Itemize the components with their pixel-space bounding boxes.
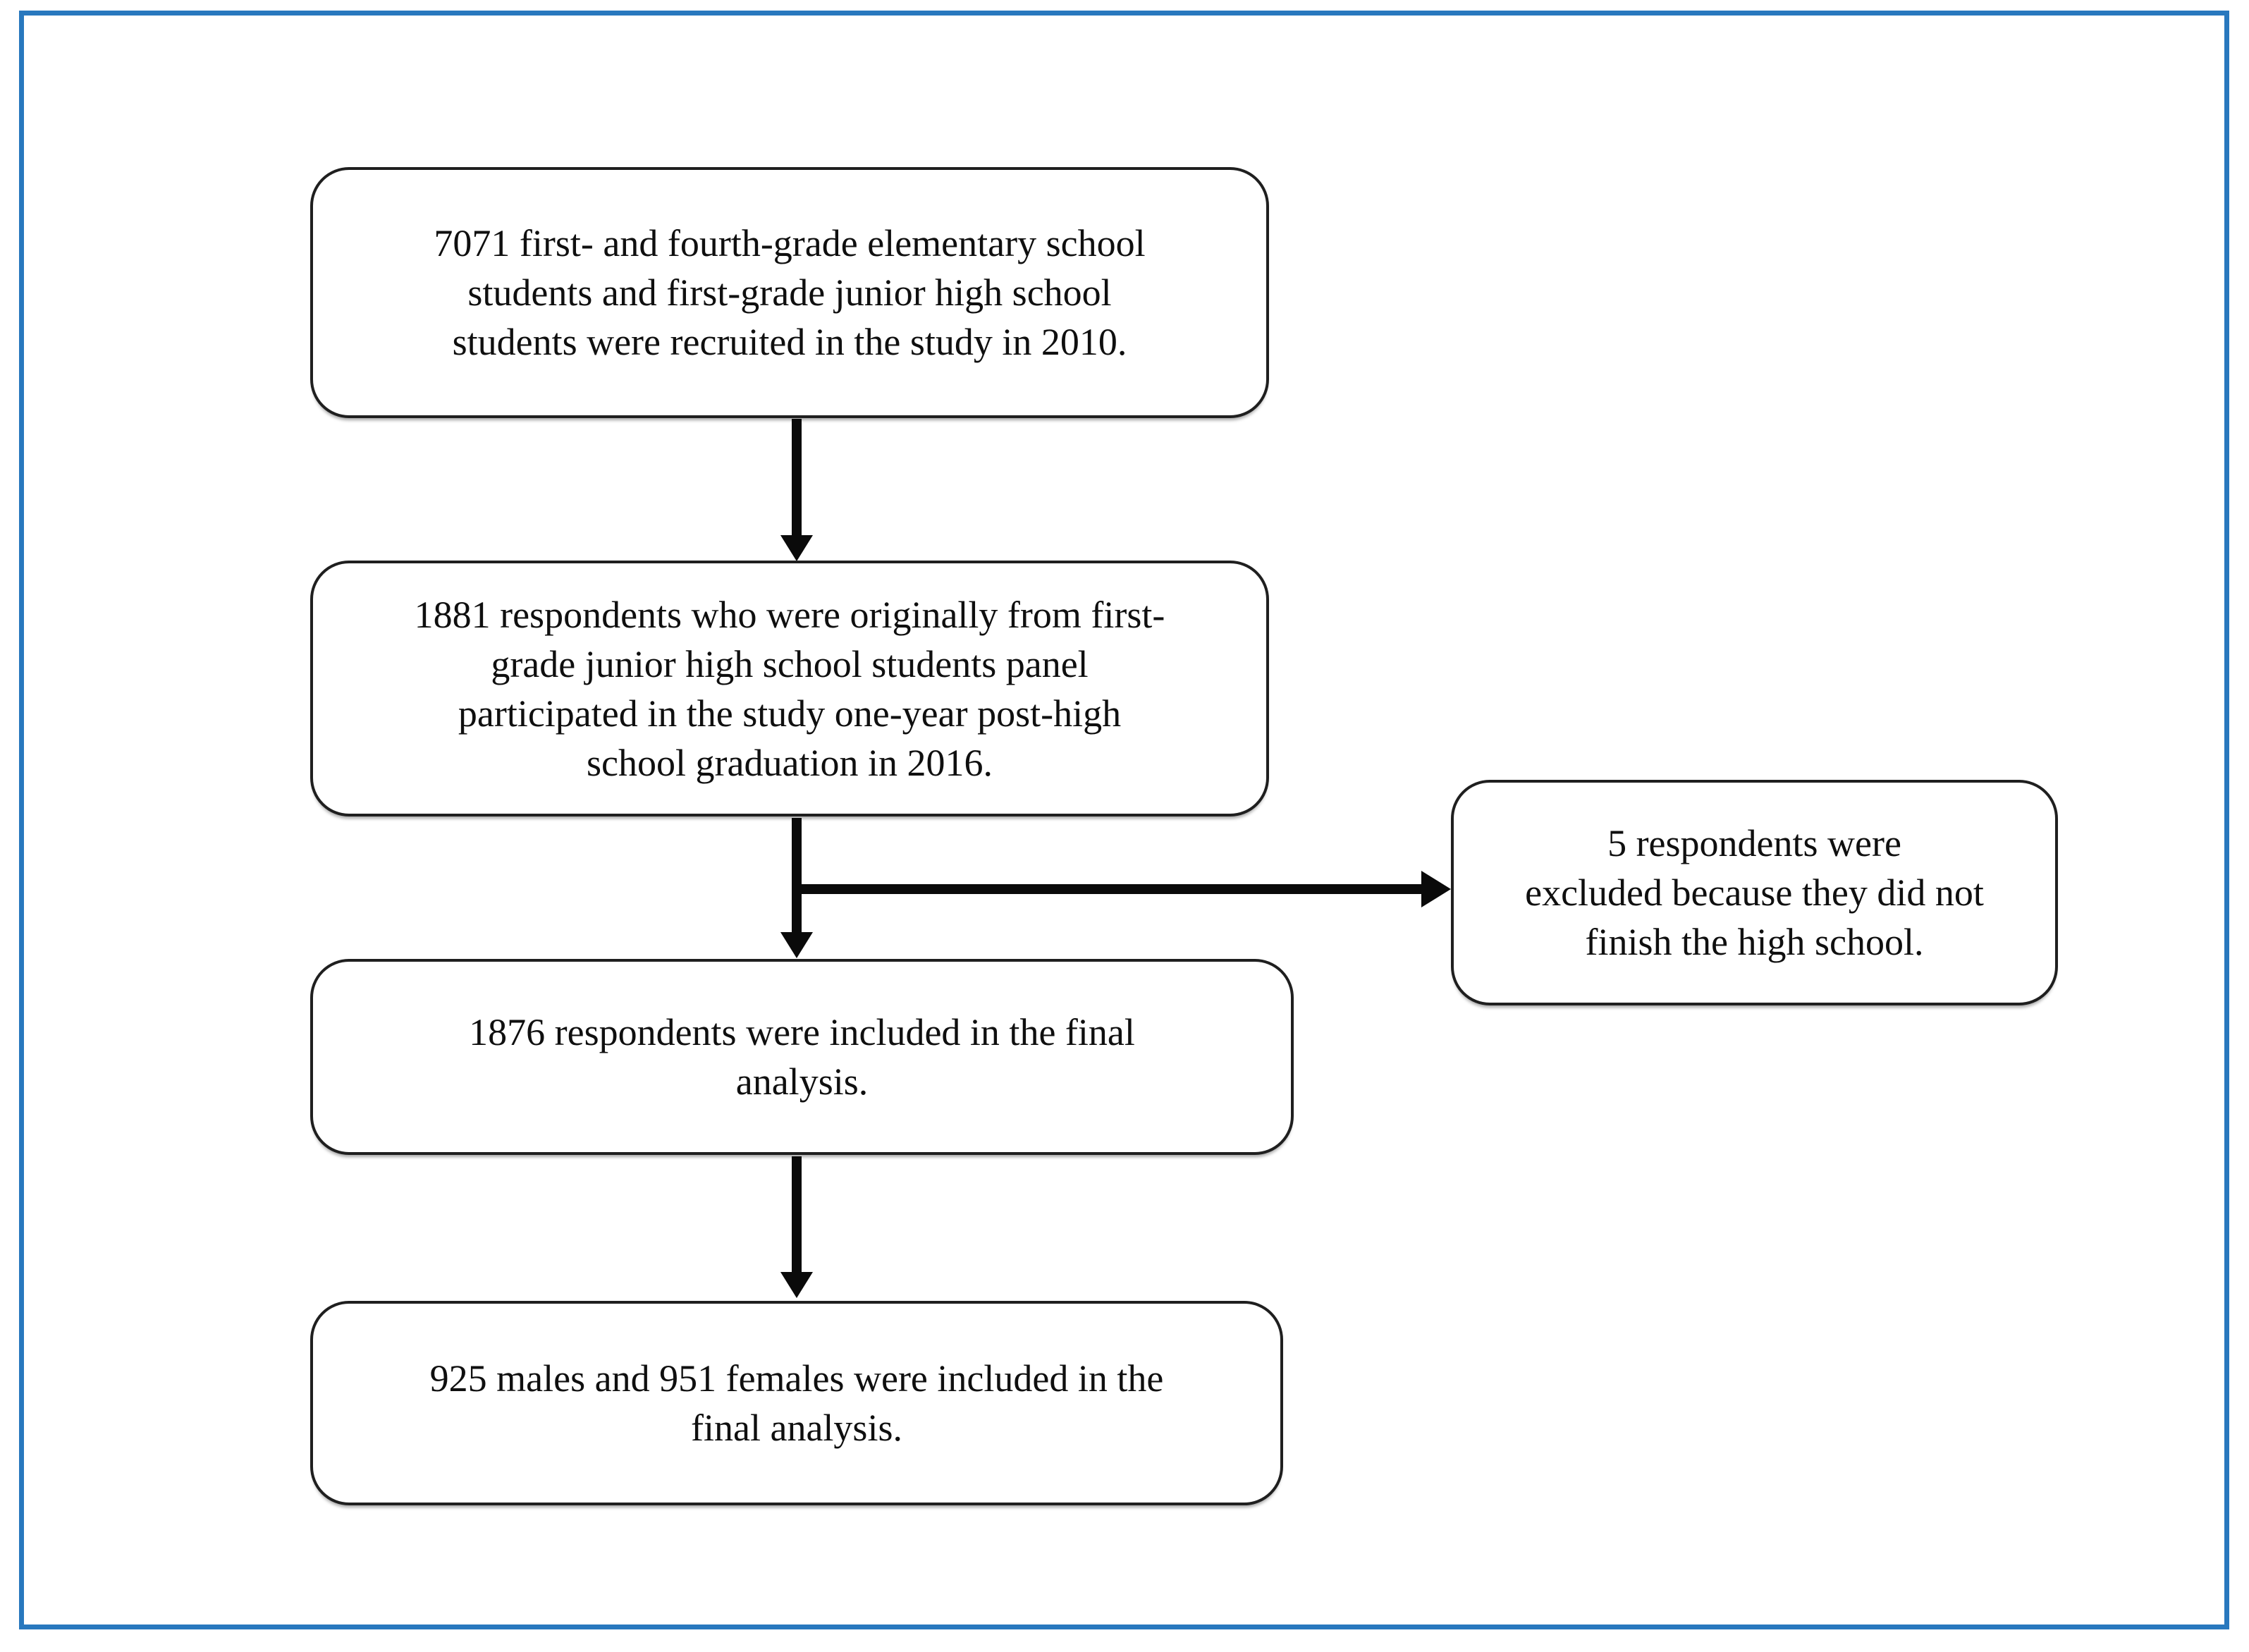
flow-box-text-line: 1881 respondents who were originally fro… [414, 593, 1165, 636]
flow-box-text-line: grade junior high school students panel [491, 642, 1089, 685]
arrow-branch-to-excluded-head [1421, 871, 1451, 907]
arrow-recruited-to-panel-shaft [792, 419, 802, 537]
flow-box-text-line: school graduation in 2016. [587, 741, 993, 784]
flow-box-text-line: students were recruited in the study in … [452, 321, 1127, 363]
flow-box-text-line: students and first-grade junior high sch… [467, 271, 1112, 314]
arrow-final-to-gender-head [780, 1272, 813, 1298]
flow-box-text-line: 7071 first- and fourth-grade elementary … [434, 222, 1146, 264]
flow-box-text-line: 925 males and 951 females were included … [429, 1357, 1164, 1400]
flow-box-text-line: participated in the study one-year post-… [458, 692, 1122, 735]
arrow-panel-to-final-shaft [792, 818, 802, 934]
flow-box-text-line: excluded because they did not [1525, 871, 1984, 914]
flow-box-text-line: 5 respondents were [1607, 822, 1901, 864]
arrow-panel-to-final-head [780, 932, 813, 958]
arrow-recruited-to-panel-head [780, 535, 813, 561]
flow-box-final-analysis: 1876 respondents were included in the fi… [310, 959, 1294, 1155]
flow-box-gender-breakdown: 925 males and 951 females were included … [310, 1301, 1283, 1505]
flow-box-excluded: 5 respondents were excluded because they… [1451, 780, 2058, 1005]
arrow-branch-to-excluded-shaft [797, 884, 1422, 894]
flow-box-recruited-2010: 7071 first- and fourth-grade elementary … [310, 167, 1269, 418]
figure-border [19, 11, 2229, 1629]
flow-box-text-line: analysis. [735, 1060, 869, 1103]
flow-box-panel-2016: 1881 respondents who were originally fro… [310, 561, 1269, 816]
flow-box-text-line: finish the high school. [1585, 921, 1924, 963]
flow-box-text-line: final analysis. [691, 1407, 902, 1449]
arrow-final-to-gender-shaft [792, 1156, 802, 1272]
flow-box-text-line: 1876 respondents were included in the fi… [469, 1011, 1135, 1053]
